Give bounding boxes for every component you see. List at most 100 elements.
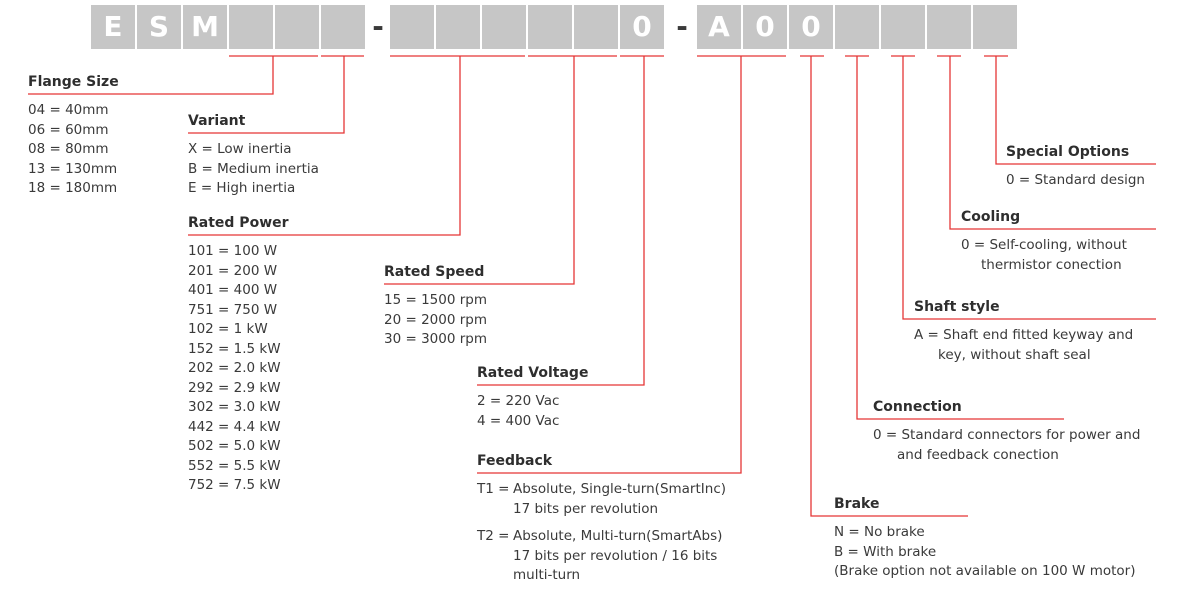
section-cooling: Cooling 0 = Self-cooling, without thermi… bbox=[961, 207, 1127, 275]
feedback-t2-line1: Absolute, Multi-turn(SmartAbs) bbox=[513, 528, 723, 544]
section-variant: Variant X = Low inertia B = Medium inert… bbox=[188, 111, 319, 199]
section-rated-power: Rated Power 101 = 100 W 201 = 200 W 401 … bbox=[188, 213, 289, 496]
rated-speed-option: 30 = 3000 rpm bbox=[384, 331, 487, 347]
code-box-16 bbox=[835, 5, 879, 49]
cooling-title: Cooling bbox=[961, 209, 1021, 225]
feedback-t1-line2: 17 bits per revolution bbox=[513, 500, 659, 517]
variant-title: Variant bbox=[188, 113, 246, 129]
section-special-options: Special Options 0 = Standard design bbox=[1006, 142, 1145, 191]
flange-size-title: Flange Size bbox=[28, 74, 119, 90]
feedback-t1-key: T1 = bbox=[477, 481, 510, 497]
brake-note: (Brake option not available on 100 W mot… bbox=[834, 563, 1136, 579]
type-code: E S M - 0 - A 0 0 bbox=[0, 0, 1204, 60]
rated-power-option: 152 = 1.5 kW bbox=[188, 340, 281, 357]
rated-speed-option: 15 = 1500 rpm bbox=[384, 292, 487, 308]
feedback-t2-key: T2 = bbox=[477, 528, 510, 544]
code-box-9 bbox=[482, 5, 526, 49]
leader-shaft-style-drop bbox=[902, 56, 1156, 320]
connection-title: Connection bbox=[873, 399, 962, 415]
rated-power-option: 202 = 2.0 kW bbox=[188, 360, 281, 376]
section-connection: Connection 0 = Standard connectors for p… bbox=[873, 397, 1140, 465]
section-feedback: Feedback T1 = Absolute, Single-turn(Smar… bbox=[477, 451, 726, 586]
code-box-11 bbox=[574, 5, 618, 49]
brake-title: Brake bbox=[834, 496, 880, 512]
flange-size-option: 04 = 40mm bbox=[28, 102, 109, 118]
leader-feedback-drop bbox=[477, 56, 742, 474]
variant-option: X = Low inertia bbox=[188, 141, 292, 157]
feedback-t2-line2: 17 bits per revolution / 16 bits bbox=[513, 547, 718, 564]
connection-line2: and feedback conection bbox=[897, 446, 1059, 463]
cooling-line1: 0 = Self-cooling, without bbox=[961, 237, 1127, 253]
special-options-title: Special Options bbox=[1006, 144, 1130, 160]
shaft-style-line1: A = Shaft end fitted keyway and bbox=[914, 327, 1134, 343]
leader-rated-speed-drop bbox=[384, 56, 575, 285]
feedback-title: Feedback bbox=[477, 453, 553, 469]
flange-size-option: 18 = 180mm bbox=[28, 180, 118, 196]
code-box-6 bbox=[321, 5, 365, 49]
section-shaft-style: Shaft style A = Shaft end fitted keyway … bbox=[914, 297, 1133, 365]
leader-rated-voltage-drop bbox=[477, 56, 645, 386]
section-rated-speed: Rated Speed 15 = 1500 rpm 20 = 2000 rpm … bbox=[384, 262, 487, 350]
connection-line1: 0 = Standard connectors for power and bbox=[873, 427, 1141, 443]
code-box-3: M bbox=[183, 5, 227, 49]
rated-power-option: 552 = 5.5 kW bbox=[188, 457, 281, 474]
variant-option: E = High inertia bbox=[188, 180, 296, 196]
rated-power-option: 101 = 100 W bbox=[188, 243, 278, 259]
flange-size-option: 06 = 60mm bbox=[28, 121, 109, 138]
code-box-19 bbox=[973, 5, 1017, 49]
special-options-line1: 0 = Standard design bbox=[1006, 172, 1145, 188]
rated-voltage-option: 4 = 400 Vac bbox=[477, 412, 560, 429]
rated-power-option: 201 = 200 W bbox=[188, 262, 278, 279]
code-separator-2: - bbox=[676, 10, 688, 43]
cooling-line2: thermistor conection bbox=[981, 256, 1122, 273]
rated-voltage-title: Rated Voltage bbox=[477, 365, 589, 381]
code-box-7 bbox=[390, 5, 434, 49]
leader-flange-size-drop bbox=[28, 56, 274, 95]
code-separator-1: - bbox=[372, 10, 384, 43]
rated-power-option: 102 = 1 kW bbox=[188, 321, 268, 337]
code-box-13: A bbox=[697, 5, 741, 49]
code-box-14: 0 bbox=[743, 5, 787, 49]
code-box-10 bbox=[528, 5, 572, 49]
code-box-18 bbox=[927, 5, 971, 49]
feedback-option-t1: T1 = Absolute, Single-turn(SmartInc) 17 … bbox=[477, 480, 726, 519]
brake-option: N = No brake bbox=[834, 524, 925, 540]
rated-speed-title: Rated Speed bbox=[384, 264, 485, 280]
rated-power-option: 401 = 400 W bbox=[188, 282, 278, 298]
rated-voltage-option: 2 = 220 Vac bbox=[477, 393, 560, 409]
rated-power-option: 502 = 5.0 kW bbox=[188, 438, 281, 454]
rated-power-option: 752 = 7.5 kW bbox=[188, 477, 281, 493]
leader-rated-power-drop bbox=[188, 56, 461, 236]
flange-size-option: 08 = 80mm bbox=[28, 141, 109, 157]
variant-option: B = Medium inertia bbox=[188, 160, 319, 177]
flange-size-option: 13 = 130mm bbox=[28, 160, 118, 177]
leader-cooling-drop bbox=[949, 56, 1156, 230]
rated-power-option: 292 = 2.9 kW bbox=[188, 379, 281, 396]
leader-variant-drop bbox=[188, 56, 345, 134]
code-box-4 bbox=[229, 5, 273, 49]
code-box-5 bbox=[275, 5, 319, 49]
rated-speed-option: 20 = 2000 rpm bbox=[384, 311, 487, 328]
feedback-option-t2: T2 = Absolute, Multi-turn(SmartAbs) 17 b… bbox=[477, 527, 726, 586]
code-box-2: S bbox=[137, 5, 181, 49]
code-box-17 bbox=[881, 5, 925, 49]
shaft-style-title: Shaft style bbox=[914, 299, 1000, 315]
feedback-t1-line1: Absolute, Single-turn(SmartInc) bbox=[513, 481, 727, 497]
leader-brake-drop bbox=[810, 56, 968, 517]
rated-power-option: 751 = 750 W bbox=[188, 301, 278, 318]
section-flange-size: Flange Size 04 = 40mm 06 = 60mm 08 = 80m… bbox=[28, 72, 119, 199]
brake-option: B = With brake bbox=[834, 543, 937, 560]
code-box-12: 0 bbox=[620, 5, 664, 49]
section-rated-voltage: Rated Voltage 2 = 220 Vac 4 = 400 Vac bbox=[477, 363, 588, 431]
code-box-8 bbox=[436, 5, 480, 49]
feedback-t2-line3: multi-turn bbox=[513, 567, 581, 583]
rated-power-option: 442 = 4.4 kW bbox=[188, 418, 281, 435]
shaft-style-line2: key, without shaft seal bbox=[938, 346, 1091, 363]
rated-power-title: Rated Power bbox=[188, 215, 289, 231]
code-box-1: E bbox=[91, 5, 135, 49]
leader-special-options-drop bbox=[995, 56, 1156, 165]
section-brake: Brake N = No brake B = With brake (Brake… bbox=[834, 494, 1135, 582]
rated-power-option: 302 = 3.0 kW bbox=[188, 399, 281, 415]
code-box-15: 0 bbox=[789, 5, 833, 49]
